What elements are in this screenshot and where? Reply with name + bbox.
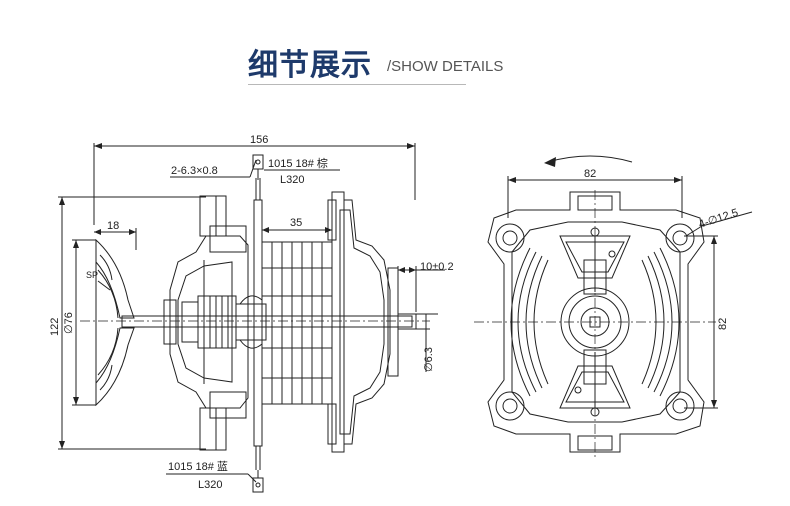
lead-bottom-length: L320	[198, 479, 222, 491]
dim-mounting-holes: 4-∅12.5	[685, 207, 753, 237]
title-underline	[248, 84, 466, 85]
dim-height-label: 122	[49, 318, 61, 336]
dim-stack-label: 35	[290, 217, 302, 229]
section-subtitle: /SHOW DETAILS	[387, 58, 504, 75]
dim-fan-depth: 18	[94, 220, 137, 250]
dim-fan-diameter-label: ∅76	[63, 312, 75, 334]
mounting-holes	[495, 223, 695, 421]
bearing-hub	[474, 190, 716, 460]
dim-shaft-dia-label: ∅6.3	[423, 347, 435, 372]
lead-top-length: L320	[280, 174, 304, 186]
dim-total-length: 156	[93, 134, 416, 225]
dim-fan-diameter: ∅76	[63, 239, 96, 406]
side-view: 156 122 ∅76 18	[49, 134, 454, 493]
dim-end-width: 82	[507, 168, 683, 218]
dim-shaft-extension: 10±0.2	[397, 261, 454, 312]
lead-callouts: 2-6.3×0.8 1015 18# 棕 L320 1015 18# 蓝 L32…	[166, 156, 340, 491]
dim-height: 122	[49, 196, 206, 450]
dim-end-height-label: 82	[717, 318, 729, 330]
lead-bottom-spec: 1015 18# 蓝	[168, 460, 228, 473]
dim-shaft-diameter: ∅6.3	[408, 313, 438, 372]
fan-blades: SP	[86, 238, 135, 407]
stator-stack: 35	[261, 217, 333, 405]
dim-shaft-ext-label: 10±0.2	[420, 261, 454, 273]
header: 细节展示 /SHOW DETAILS	[0, 0, 790, 100]
lead-top-spec: 1015 18# 棕	[268, 156, 328, 170]
rear-end-shield	[327, 191, 399, 453]
dim-holes-label: 4-∅12.5	[697, 207, 739, 231]
fan-label: SP	[86, 270, 98, 280]
rotation-arrow	[544, 155, 633, 167]
middle-frame	[252, 154, 264, 493]
terminal-spec: 2-6.3×0.8	[171, 165, 218, 177]
front-end-shield	[163, 195, 249, 451]
dim-end-width-label: 82	[584, 168, 596, 180]
section-title: 细节展示	[248, 48, 372, 83]
commutator	[197, 295, 267, 349]
dim-total-length-label: 156	[250, 134, 268, 146]
dim-fan-depth-label: 18	[107, 220, 119, 232]
end-view: 82 82 4-∅12.5	[474, 155, 753, 460]
shaft	[80, 313, 430, 330]
